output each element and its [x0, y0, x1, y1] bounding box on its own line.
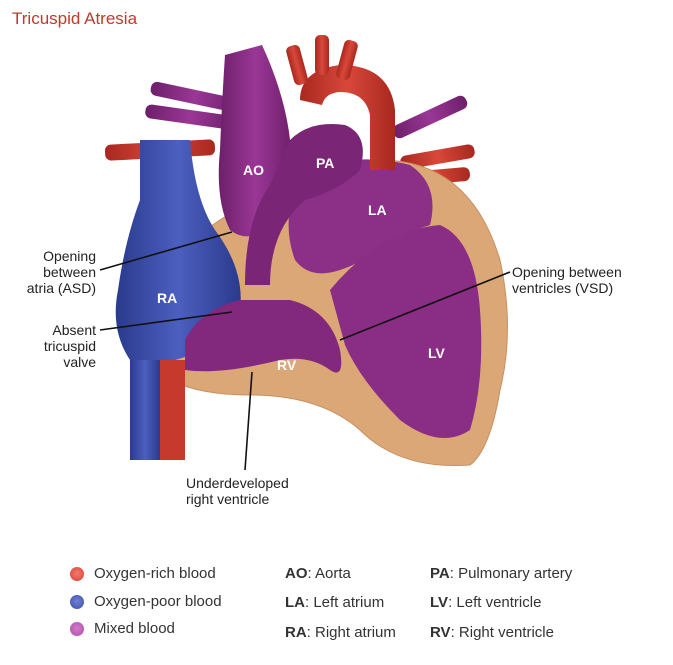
label-pa: PA [316, 155, 334, 171]
callout-lines [99, 231, 511, 471]
label-la: LA [368, 202, 387, 218]
abbr-lv: LV: Left ventricle [430, 594, 542, 611]
callout-vsd: Opening between ventricles (VSD) [512, 264, 622, 296]
callout-absent-valve: Absent tricuspid valve [43, 322, 96, 370]
purple-dot-icon [70, 621, 84, 636]
label-ao: AO [243, 162, 264, 178]
legend-mixed: Mixed blood [70, 620, 175, 637]
label-lv: LV [428, 345, 446, 361]
abbr-ra: RA: Right atrium [285, 624, 396, 641]
legend-oxygen-rich: Oxygen-rich blood [70, 565, 216, 582]
legend-oxygen-poor: Oxygen-poor blood [70, 593, 222, 610]
callout-asd: Opening between atria (ASD) [26, 248, 96, 296]
callout-underdeveloped-rv: Underdeveloped right ventricle [186, 475, 289, 507]
blue-dot-icon [70, 594, 84, 609]
abbr-la: LA: Left atrium [285, 594, 385, 611]
label-rv: RV [277, 357, 297, 373]
red-dot-icon [70, 566, 84, 581]
heart-diagram: AO PA LA RA RV LV [99, 35, 511, 471]
pulmonary-artery-shape [245, 124, 363, 285]
abbr-pa: PA: Pulmonary artery [430, 565, 573, 582]
diagram-title: Tricuspid Atresia [12, 9, 138, 28]
left-ventricle-shape [330, 225, 482, 438]
aortic-arch [300, 65, 395, 170]
right-ventricle-shape [185, 300, 342, 373]
label-ra: RA [157, 290, 177, 306]
abbr-rv: RV: Right ventricle [430, 624, 554, 641]
abbr-ao: AO: Aorta [285, 565, 351, 582]
